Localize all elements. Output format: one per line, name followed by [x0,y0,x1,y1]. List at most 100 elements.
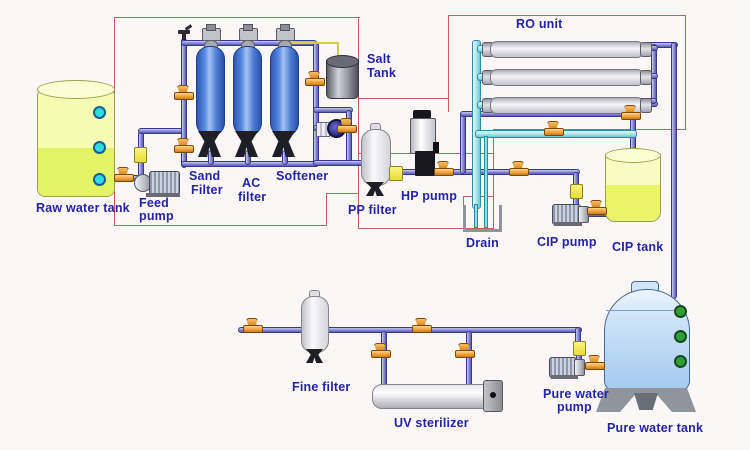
label-sand-filter-1: Sand [189,169,221,183]
flow-meter-cip [570,184,583,199]
membrane-1 [490,41,644,58]
product-mid-valve [412,318,432,334]
riser-valve-lower [174,138,194,154]
ac-filter-cone [235,131,258,157]
drain-pit [463,205,502,232]
label-hp-pump: HP pump [401,189,458,203]
feed-pump-base [146,193,180,197]
hp-outlet-valve [434,161,454,177]
sand-filter-cone [198,131,221,157]
level-indicator-pure-1 [674,305,687,318]
label-salt-tank-2: Tank [367,66,397,80]
boundary-ro-top [448,15,686,16]
membrane-1-capR [640,42,652,57]
boundary-step-vert [326,193,327,226]
label-pure-water-pump-2: pump [557,400,592,414]
membrane-2-capR [640,70,652,85]
level-indicator-pure-2 [674,330,687,343]
softener-cone [272,131,295,157]
membrane-3-capR [640,98,652,113]
label-cip-pump: CIP pump [537,235,597,249]
raw-outlet-valve [114,167,134,183]
pure-water-tank-seam [606,310,686,311]
cip-line-valve [509,161,529,177]
uv-inlet-valve [371,343,391,359]
sand-filter-tank [196,46,225,136]
level-indicator-raw-1 [93,106,106,119]
boundary-drain-right [493,129,494,229]
pipe-permeate-down [671,42,677,299]
label-cip-tank: CIP tank [612,240,664,254]
pure-tank-outlet-valve [585,355,605,371]
reject-line-valve [544,121,564,137]
flow-meter-hp [389,166,403,181]
pipe-uv-drop-2 [466,331,472,388]
pipe-ro-left-manifold [472,40,481,209]
pipe-drain-line-1 [474,204,478,228]
pure-water-pump-face [574,359,585,376]
pipe-drain-line-2 [484,136,488,228]
pure-water-tank-skirt-center [634,393,658,410]
pipe-uv-drop-1 [381,331,387,388]
label-drain: Drain [466,236,499,250]
boundary-pretreatment-bottom [114,225,326,226]
label-ro-unit: RO unit [516,17,563,31]
boundary-link-y98 [358,98,449,99]
label-uv-sterilizer: UV sterilizer [394,416,469,430]
flow-meter-feed [134,147,147,163]
level-indicator-raw-3 [93,173,106,186]
pp-filter-vessel [361,129,391,186]
pipe-product-line [238,327,582,333]
hp-pump-motor [410,118,436,154]
label-raw-water-tank: Raw water tank [36,201,130,215]
label-pure-water-tank: Pure water tank [607,421,704,435]
cip-tank-lid [605,148,661,163]
boundary-link-y228 [358,228,494,229]
pp-filter-legs [366,182,384,196]
fine-filter-legs [306,349,323,363]
uv-sterilizer-body [372,384,487,409]
uv-outlet-valve [455,343,475,359]
label-sand-filter-2: Filter [191,183,223,197]
pipe-feed-elbow [138,128,187,134]
cip-tank [605,154,661,222]
label-ac-filter-2: filter [238,190,267,204]
pipe-to-pp-filter [313,160,367,166]
membrane-2 [490,69,644,86]
control-head-cap-ac [243,24,253,31]
label-fine-filter: Fine filter [292,380,351,394]
hp-pump-stage [415,151,435,176]
salt-tank-lid [326,55,359,68]
feed-pump [149,171,180,195]
concentrate-valve [621,105,641,121]
riser-valve-upper [174,85,194,101]
cip-tank-valve [587,200,607,216]
softener-tank [270,46,299,136]
flow-meter-pure [573,341,586,356]
softener-riser-valve [305,71,325,87]
uv-indicator-dot [490,392,496,398]
raw-water-tank [37,80,115,197]
level-indicator-pure-3 [674,355,687,368]
cip-pump-base [554,222,582,226]
boundary-pretreatment-right [358,17,359,229]
label-feed-pump-1: Feed [139,196,169,210]
control-head-cap-sand [206,24,216,31]
control-head-cap-softener [280,24,290,31]
pure-water-pump-base [551,375,578,379]
wire-brine-3 [337,42,339,57]
brine-loop-valve [337,118,357,134]
boundary-ro-right [685,15,686,129]
hp-pump-cap [413,110,431,119]
pipe-ro-feed-riser [460,112,466,174]
product-outlet-valve [243,318,263,334]
label-pure-water-pump-1: Pure water [543,387,609,401]
wire-brine-2 [289,42,339,44]
fine-filter-vessel [301,296,329,353]
pipe-brine-loop-top [313,107,353,113]
boundary-pretreatment-top [114,17,360,18]
boundary-step-horiz [326,193,359,194]
label-softener: Softener [276,169,329,183]
label-pp-filter: PP filter [348,203,397,217]
